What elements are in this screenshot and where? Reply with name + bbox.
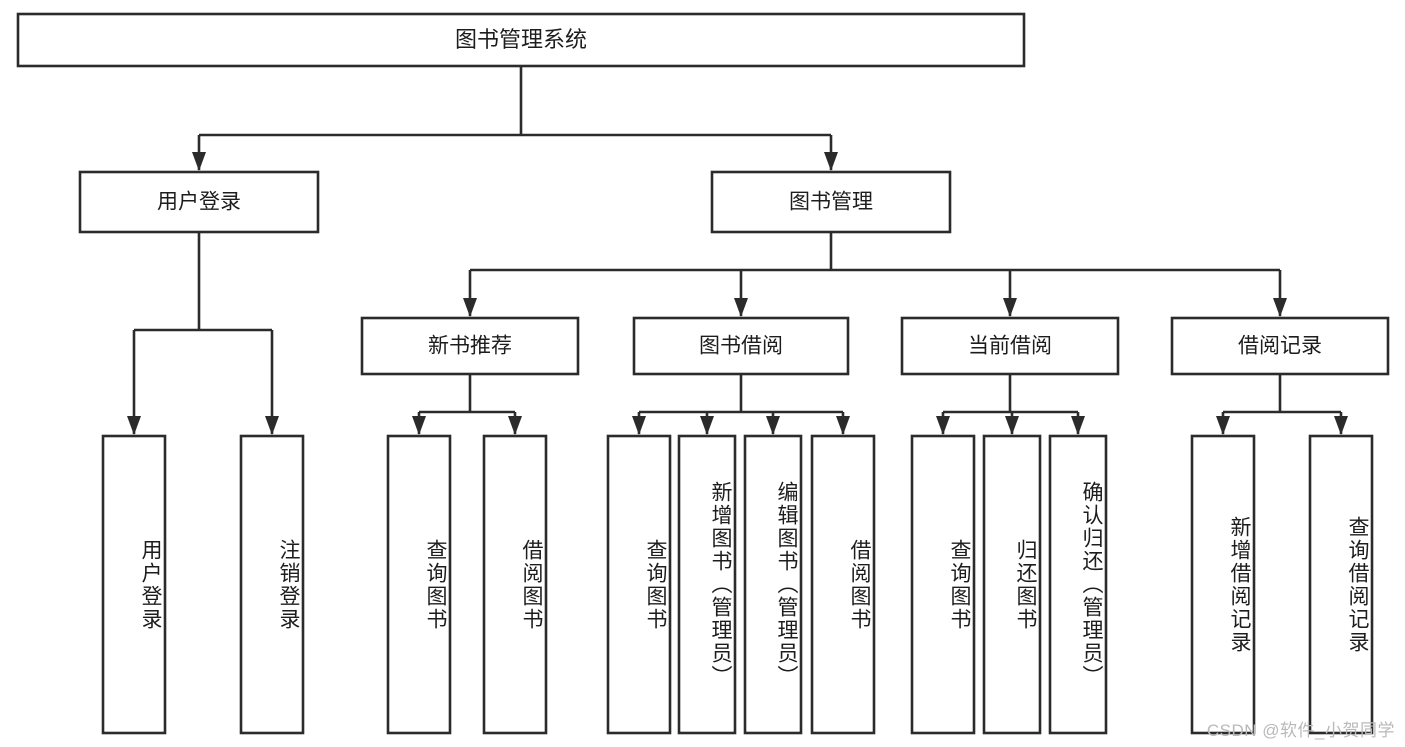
node-box-borrow-record[interactable]	[1170, 316, 1390, 376]
node-box-layer	[16, 12, 1390, 735]
arrow-head-icon-leaf-add-book	[700, 416, 714, 435]
arrow-head-icon-leaf-return-book	[1005, 416, 1019, 435]
node-label-root: 图书管理系统	[455, 27, 587, 52]
arrow-head-icon-leaf-confirm-return	[1071, 416, 1085, 435]
node-box-leaf-query-book-c[interactable]	[910, 434, 976, 735]
node-box-root[interactable]	[16, 12, 1026, 68]
arrow-head-icon-leaf-user-logout	[265, 416, 279, 435]
node-box-leaf-borrow-book-rec[interactable]	[482, 434, 548, 735]
node-box-leaf-add-book[interactable]	[677, 434, 737, 735]
arrow-head-icon-current-borrow	[1003, 298, 1017, 317]
node-box-book-borrow[interactable]	[632, 316, 850, 376]
node-box-leaf-user-logout[interactable]	[239, 434, 305, 735]
node-box-leaf-confirm-return[interactable]	[1048, 434, 1108, 735]
arrow-head-icon-leaf-borrow-book-b	[836, 416, 850, 435]
node-box-leaf-return-book[interactable]	[982, 434, 1042, 735]
node-label-borrow-record: 借阅记录	[1238, 335, 1322, 358]
node-label-book-manage: 图书管理	[789, 191, 873, 214]
node-box-leaf-user-login[interactable]	[101, 434, 167, 735]
arrow-head-icon-leaf-query-book-rec	[412, 416, 426, 435]
arrow-head-icon-new-book-rec	[463, 298, 477, 317]
arrow-head-icon-leaf-edit-book	[766, 416, 780, 435]
arrow-head-icon-user-login	[192, 152, 206, 171]
arrow-head-icon-leaf-query-book-b	[632, 416, 646, 435]
node-box-leaf-borrow-book-b[interactable]	[810, 434, 876, 735]
arrow-head-icon-leaf-add-record	[1216, 416, 1230, 435]
arrow-head-icon-leaf-query-record	[1334, 416, 1348, 435]
node-box-leaf-add-record[interactable]	[1190, 434, 1256, 735]
arrow-head-icon-leaf-user-login	[127, 416, 141, 435]
node-label-book-borrow: 图书借阅	[699, 335, 783, 358]
connector-layer	[127, 66, 1348, 435]
node-box-new-book-rec[interactable]	[360, 316, 580, 376]
arrow-head-icon-leaf-query-book-c	[936, 416, 950, 435]
node-box-leaf-query-book-b[interactable]	[606, 434, 672, 735]
node-box-leaf-edit-book[interactable]	[743, 434, 803, 735]
node-label-current-borrow: 当前借阅	[968, 335, 1052, 358]
arrow-head-icon-book-manage	[824, 152, 838, 171]
watermark-text: CSDN @软件_小贺同学	[1206, 721, 1395, 740]
arrow-head-icon-leaf-borrow-book-rec	[508, 416, 522, 435]
arrow-head-icon-borrow-record	[1273, 298, 1287, 317]
node-box-user-login[interactable]	[78, 170, 320, 234]
node-box-current-borrow[interactable]	[900, 316, 1120, 376]
node-box-book-manage[interactable]	[710, 170, 952, 234]
node-box-leaf-query-book-rec[interactable]	[386, 434, 452, 735]
node-box-leaf-query-record[interactable]	[1308, 434, 1374, 735]
node-label-user-login: 用户登录	[157, 191, 241, 214]
node-label-new-book-rec: 新书推荐	[428, 335, 512, 358]
arrow-head-icon-book-borrow	[734, 298, 748, 317]
